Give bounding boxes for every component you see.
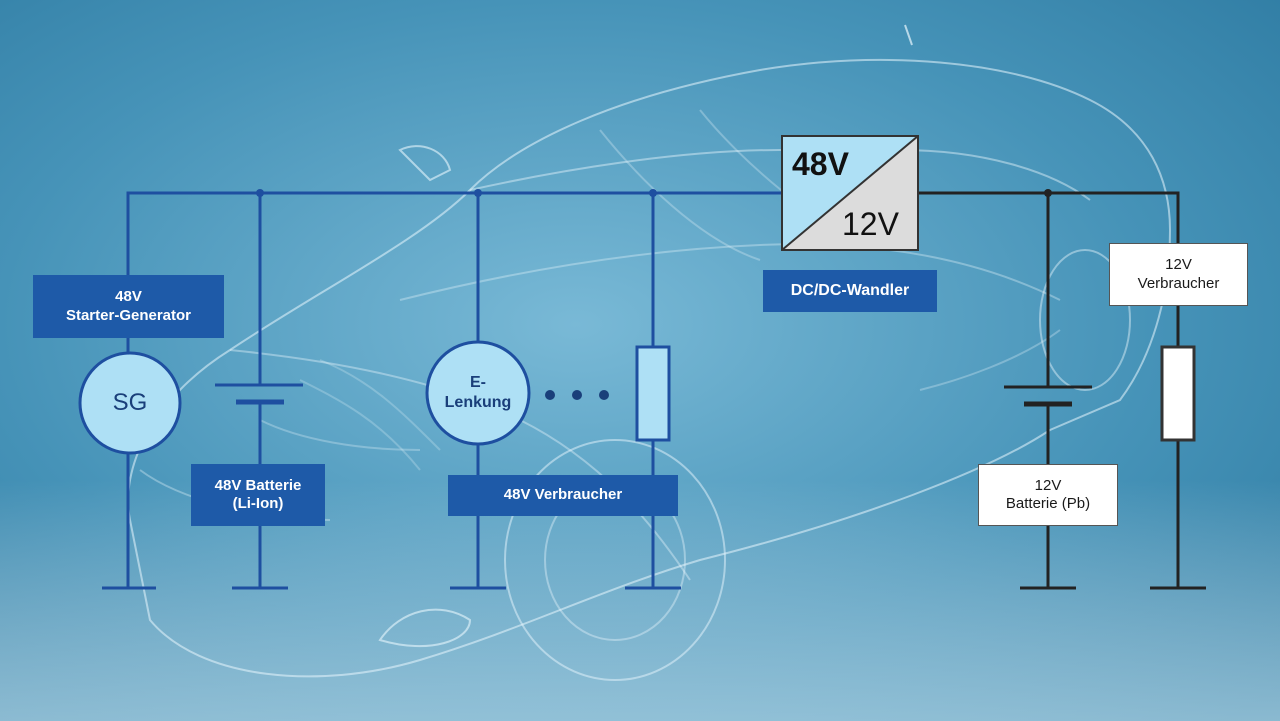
wiring-12v bbox=[918, 191, 1206, 590]
dcdc-converter-label: DC/DC-Wandler bbox=[763, 270, 937, 312]
junction-dots-48v bbox=[256, 189, 657, 197]
consumer-12v-label: 12V Verbraucher bbox=[1109, 243, 1248, 306]
starter-generator-symbol bbox=[78, 351, 182, 455]
consumer-48v-label: 48V Verbraucher bbox=[448, 475, 678, 516]
battery-48v-label: 48V Batterie (Li-Ion) bbox=[191, 464, 325, 526]
more-consumers-dots bbox=[545, 390, 609, 400]
battery-12v-label-line2: Batterie (Pb) bbox=[1005, 495, 1091, 512]
e-steering-text-line1: E- bbox=[470, 374, 486, 391]
converter-high-voltage: 48V bbox=[792, 146, 849, 182]
converter-low-voltage: 12V bbox=[842, 206, 899, 242]
consumer-48v-resistor bbox=[635, 345, 671, 442]
sg-text: SG bbox=[80, 353, 180, 453]
starter-generator-label: 48V Starter-Generator bbox=[33, 275, 224, 338]
dcdc-converter-symbol bbox=[781, 135, 919, 251]
sg-text-value: SG bbox=[112, 389, 148, 416]
battery-48v-symbol bbox=[215, 383, 303, 405]
battery-48v-label-line2: (Li-Ion) bbox=[232, 495, 284, 512]
battery-12v-symbol bbox=[1004, 385, 1092, 407]
junction-dot-12v bbox=[1044, 189, 1052, 197]
starter-generator-label-line2: Starter-Generator bbox=[65, 306, 192, 324]
dcdc-converter-label-text: DC/DC-Wandler bbox=[790, 282, 910, 300]
e-steering-text: E- Lenkung bbox=[427, 342, 529, 444]
e-steering-text-line2: Lenkung bbox=[444, 394, 512, 411]
battery-12v-label-line1: 12V bbox=[1034, 476, 1062, 494]
battery-12v-label: 12V Batterie (Pb) bbox=[978, 464, 1118, 526]
consumer-12v-resistor bbox=[1160, 345, 1196, 442]
car-illustration bbox=[127, 24, 1172, 681]
consumer-12v-label-line2: Verbraucher bbox=[1137, 274, 1220, 292]
battery-48v-label-line1: 48V Batterie bbox=[214, 476, 302, 494]
starter-generator-label-line1: 48V bbox=[115, 288, 142, 306]
e-steering-symbol bbox=[425, 340, 531, 446]
consumer-12v-label-line1: 12V bbox=[1165, 256, 1192, 274]
consumer-48v-label-text: 48V Verbraucher bbox=[503, 486, 623, 504]
